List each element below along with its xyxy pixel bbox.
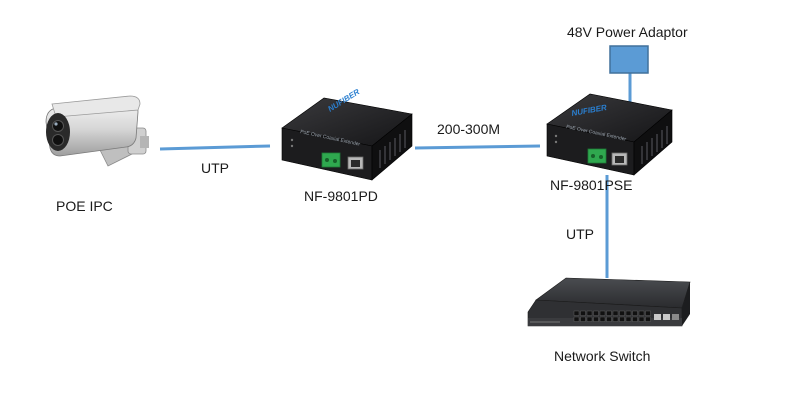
- power-adaptor-box: [609, 45, 649, 74]
- pd-extender-icon: NUFIBER PoE Over Coaxial Extender: [281, 87, 413, 181]
- switch-port: [632, 316, 638, 322]
- switch-port: [593, 316, 599, 322]
- pd-terminal-block: [321, 152, 341, 168]
- switch-port: [573, 310, 580, 316]
- switch-port: [612, 310, 619, 316]
- pse-extender-icon: NUFIBER PoE Over Coaxial Extender: [546, 93, 673, 176]
- switch-port: [619, 316, 625, 322]
- network-switch-icon: [527, 277, 691, 327]
- switch-port: [606, 310, 612, 316]
- switch-port: [638, 310, 645, 316]
- switch-label: Network Switch: [554, 348, 650, 364]
- switch-port: [593, 310, 599, 316]
- camera-label: POE IPC: [56, 198, 113, 214]
- link-pd-pse: [414, 144, 541, 150]
- switch-port: [599, 316, 606, 322]
- switch-port: [586, 316, 593, 322]
- switch-port: [625, 316, 632, 322]
- switch-port: [638, 316, 645, 322]
- switch-port: [625, 310, 632, 316]
- pse-terminal-block: [587, 148, 607, 164]
- switch-port: [580, 310, 586, 316]
- switch-port: [606, 316, 612, 322]
- link-camera-pd-label: UTP: [201, 160, 229, 176]
- link-pd-pse-label: 200-300M: [437, 121, 500, 137]
- pse-device-label: NF-9801PSE: [550, 177, 632, 193]
- ip-camera-icon: [45, 95, 149, 167]
- switch-port: [645, 316, 651, 322]
- power-adaptor-label: 48V Power Adaptor: [567, 24, 688, 40]
- switch-port: [645, 310, 651, 316]
- switch-port: [586, 310, 593, 316]
- switch-port: [619, 310, 625, 316]
- pd-device-label: NF-9801PD: [304, 188, 378, 204]
- switch-port: [632, 310, 638, 316]
- switch-port: [573, 316, 580, 322]
- switch-port: [580, 316, 586, 322]
- switch-port: [599, 310, 606, 316]
- link-camera-pd: [159, 144, 271, 151]
- link-pse-switch-label: UTP: [566, 226, 594, 242]
- switch-port: [612, 316, 619, 322]
